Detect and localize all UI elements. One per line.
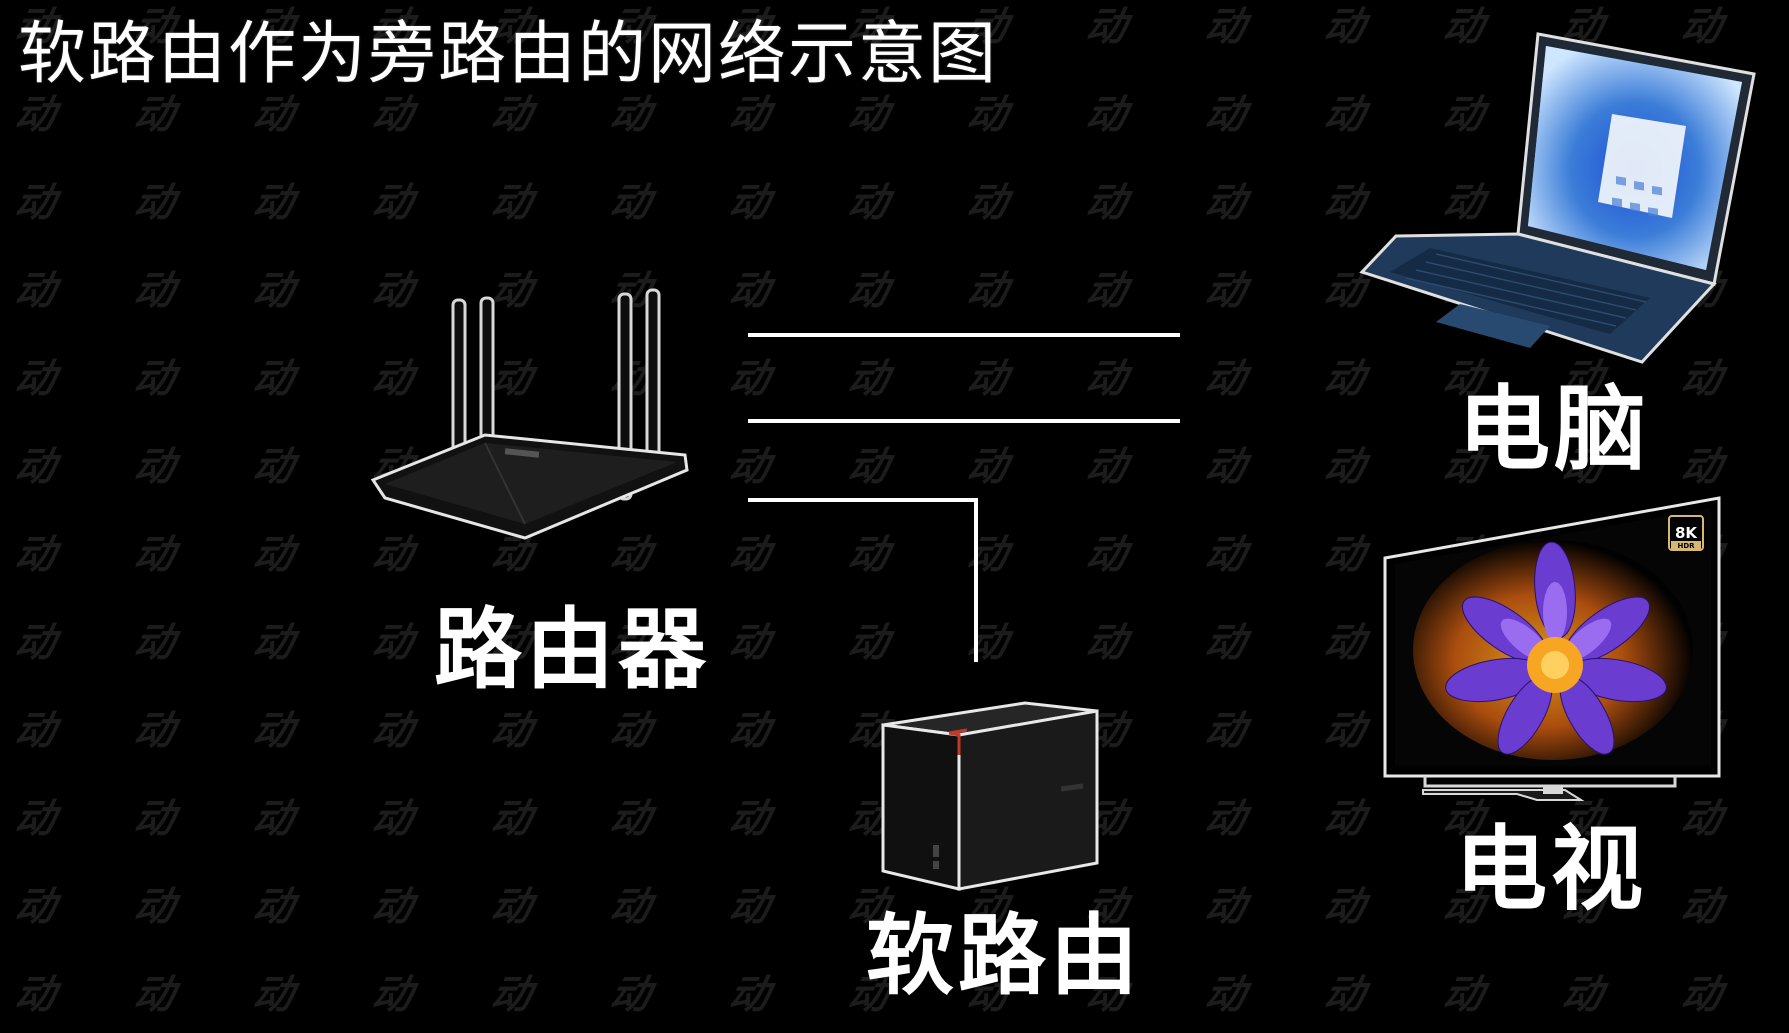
tv-icon: 8K HDR — [1383, 496, 1721, 801]
tv-label: 电视 — [1455, 816, 1648, 923]
router-label: 路由器 — [434, 598, 711, 701]
computer-label: 电脑 — [1458, 376, 1651, 483]
soft-router-label: 软路由 — [866, 904, 1143, 1007]
nas-box-icon — [881, 701, 1099, 891]
laptop-icon — [1359, 32, 1756, 364]
router-device — [365, 280, 705, 550]
tv-badge-8k: 8K — [1675, 524, 1698, 542]
tv-device: 8K HDR — [1375, 490, 1725, 808]
connection-router-soft-router — [748, 498, 978, 662]
computer-device — [1350, 22, 1760, 372]
diagram-title: 软路由作为旁路由的网络示意图 — [18, 15, 999, 94]
tv-badge-hdr: HDR — [1677, 542, 1695, 550]
soft-router-device — [875, 695, 1105, 895]
router-icon — [370, 288, 689, 540]
